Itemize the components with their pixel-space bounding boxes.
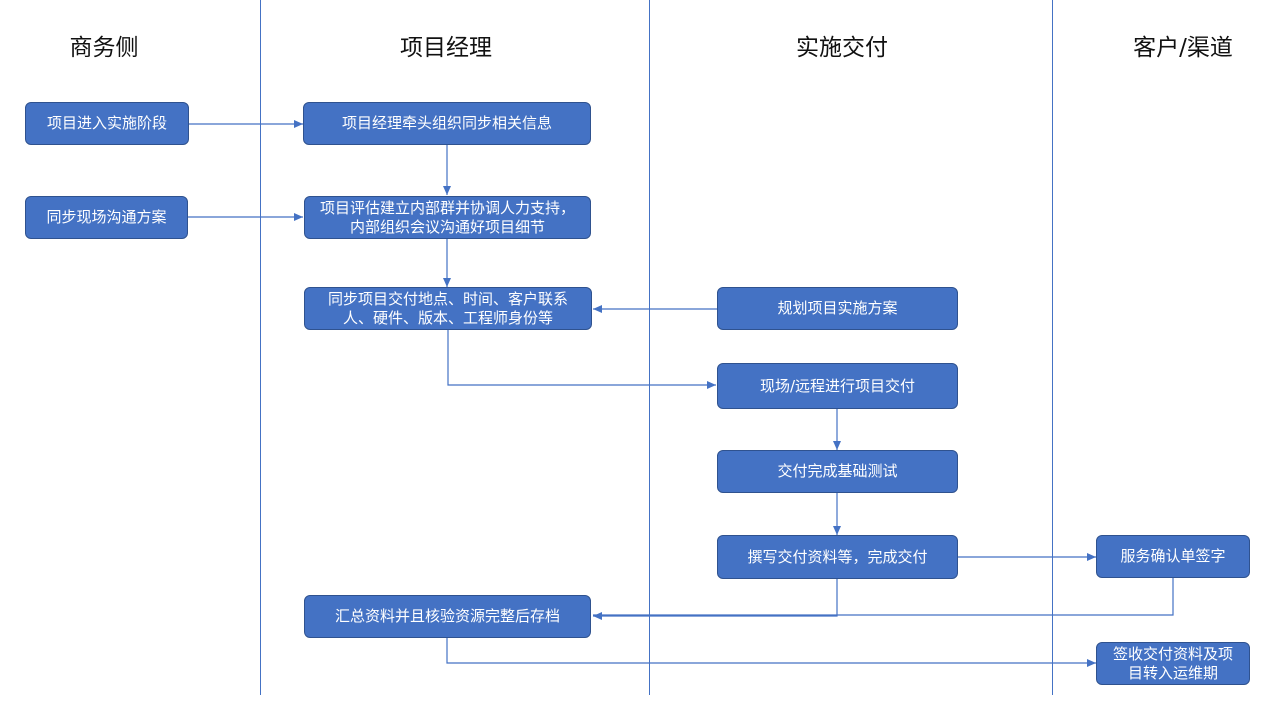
box-label: 现场/远程进行项目交付 [759,376,916,395]
lane-title-business: 商务侧 [69,35,139,61]
box-plan-implementation: 规划项目实施方案 [717,287,958,330]
arrow-p4-to-c2 [446,638,1096,667]
box-service-confirmation-sign: 服务确认单签字 [1096,535,1250,578]
box-label: 同步项目交付地点、时间、客户联系人、硬件、版本、工程师身份等 [327,289,568,327]
box-label: 项目经理牵头组织同步相关信息 [341,114,552,132]
box-label: 服务确认单签字 [1120,547,1226,565]
box-pm-archive: 汇总资料并且核验资源完整后存档 [304,595,591,638]
box-pm-organize-sync: 项目经理牵头组织同步相关信息 [303,102,591,145]
arrow-p3-to-d2 [447,330,716,389]
box-label: 交付完成基础测试 [777,462,898,480]
arrow-d4-to-p4 [593,579,838,620]
lane-divider [649,0,650,695]
box-label: 汇总资料并且核验资源完整后存档 [334,607,560,625]
box-label: 规划项目实施方案 [777,299,898,317]
lane-divider [260,0,261,695]
box-sync-onsite-plan: 同步现场沟通方案 [25,196,188,239]
lane-title-project-manager: 项目经理 [400,35,492,61]
box-pm-evaluate-group: 项目评估建立内部群并协调人力支持，内部组织会议沟通好项目细节 [304,196,591,239]
box-receive-docs-maintenance: 签收交付资料及项目转入运维期 [1096,642,1250,685]
box-basic-testing: 交付完成基础测试 [717,450,958,493]
box-write-docs-complete: 撰写交付资料等，完成交付 [717,535,958,579]
lane-title-delivery: 实施交付 [796,35,888,61]
box-label: 项目进入实施阶段 [46,114,167,132]
box-onsite-remote-delivery: 现场/远程进行项目交付 [717,363,958,409]
box-label: 项目评估建立内部群并协调人力支持，内部组织会议沟通好项目细节 [319,198,575,236]
box-label: 撰写交付资料等，完成交付 [747,547,928,566]
lane-divider [1052,0,1053,695]
arrow-c1-to-p4 [593,578,1174,616]
lane-title-customer: 客户/渠道 [1133,35,1233,61]
box-label: 签收交付资料及项目转入运维期 [1112,644,1233,682]
box-pm-sync-details: 同步项目交付地点、时间、客户联系人、硬件、版本、工程师身份等 [304,287,592,330]
box-project-enter-implementation: 项目进入实施阶段 [25,102,189,145]
box-label: 同步现场沟通方案 [46,208,167,226]
